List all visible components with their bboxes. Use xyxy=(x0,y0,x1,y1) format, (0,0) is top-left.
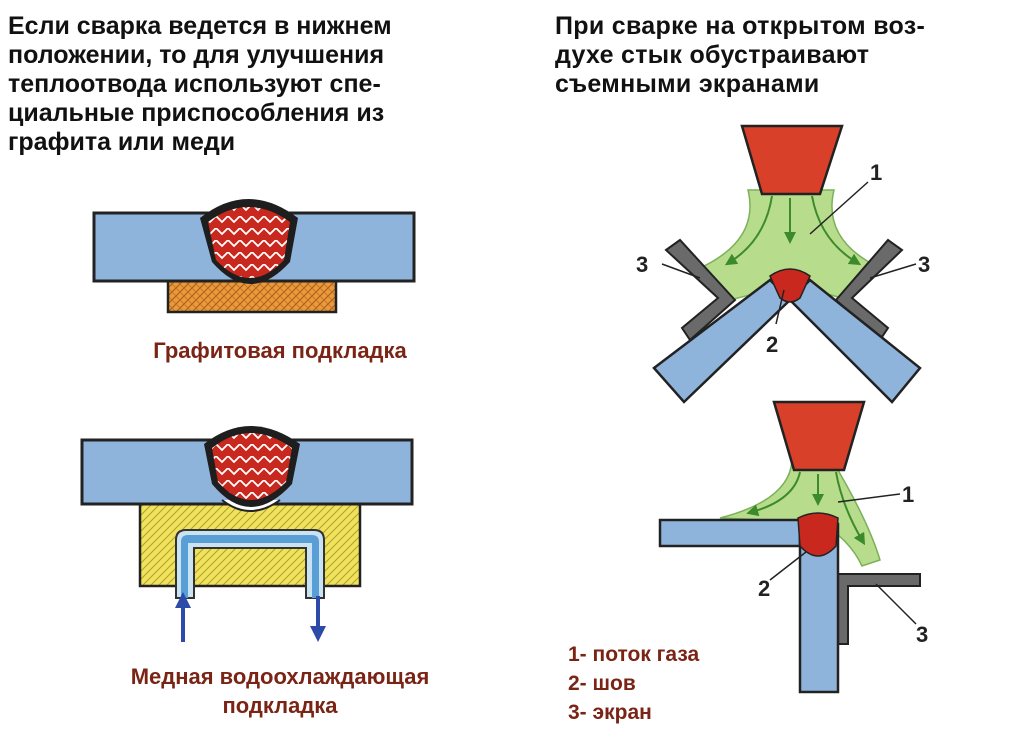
left-heading: Если сварка ведется в нижнем положении, … xyxy=(8,12,488,157)
legend: 1- поток газа 2- шов 3- экран xyxy=(568,640,699,727)
leader-line xyxy=(869,263,917,279)
leader-line xyxy=(661,263,701,279)
label-seam: 2 xyxy=(758,576,770,601)
legend-item-seam: 2- шов xyxy=(568,672,636,695)
weld-seam xyxy=(797,512,839,557)
weld-seam xyxy=(769,268,811,303)
left-heading-line: циальные приспособления из xyxy=(8,99,385,127)
right-heading-line: При сварке на открытом воз- xyxy=(555,12,926,40)
screen xyxy=(835,573,921,645)
copper-backing-diagram xyxy=(80,426,414,642)
leader-line xyxy=(809,181,869,235)
graphite-backing-diagram xyxy=(92,199,416,314)
cooling-water xyxy=(181,535,319,598)
left-heading-line: положении, то для улучшения xyxy=(8,41,385,69)
v-joint-diagram: 1 3 3 2 xyxy=(636,124,930,404)
horizontal-plate xyxy=(658,518,802,548)
label-gas-flow: 1 xyxy=(902,482,914,507)
legend-item-screen: 3- экран xyxy=(568,701,652,724)
leader-line xyxy=(837,493,901,503)
copper-caption-line: Медная водоохлаждающая xyxy=(130,664,430,689)
water-outlet-arrow xyxy=(310,596,326,642)
label-gas-flow: 1 xyxy=(870,160,882,185)
graphite-caption: Графитовая подкладка xyxy=(153,338,407,363)
legend-item-gas-flow: 1- поток газа xyxy=(568,643,700,666)
copper-caption: Медная водоохлаждающая подкладка xyxy=(60,662,500,720)
gas-flow-arrows xyxy=(746,471,866,546)
leader-line xyxy=(769,551,807,581)
right-heading-line: духе стык обустраивают xyxy=(555,41,870,69)
weld-bead-core xyxy=(212,433,292,500)
right-heading: При сварке на открытом воз- духе стык об… xyxy=(555,12,995,99)
left-heading-line: графита или меди xyxy=(8,128,236,156)
weld-bead-core xyxy=(208,207,290,278)
left-heading-line: Если сварка ведется в нижнем xyxy=(8,12,392,40)
gas-flow-arrows xyxy=(724,195,862,266)
water-inlet-arrow xyxy=(175,592,191,642)
left-heading-line: теплоотвода используют спе- xyxy=(8,70,381,98)
right-heading-line: съемными экранами xyxy=(555,70,820,98)
torch-nozzle xyxy=(772,400,866,472)
label-seam: 2 xyxy=(766,332,778,357)
t-joint-diagram: 1 2 3 xyxy=(658,400,928,694)
copper-caption-line: подкладка xyxy=(222,693,338,718)
plate-right xyxy=(788,278,922,404)
leader-line xyxy=(775,289,785,325)
torch-nozzle xyxy=(740,124,844,196)
label-screen: 3 xyxy=(636,252,648,277)
label-screen: 3 xyxy=(918,252,930,277)
label-screen: 3 xyxy=(916,622,928,647)
leader-line xyxy=(875,583,917,625)
